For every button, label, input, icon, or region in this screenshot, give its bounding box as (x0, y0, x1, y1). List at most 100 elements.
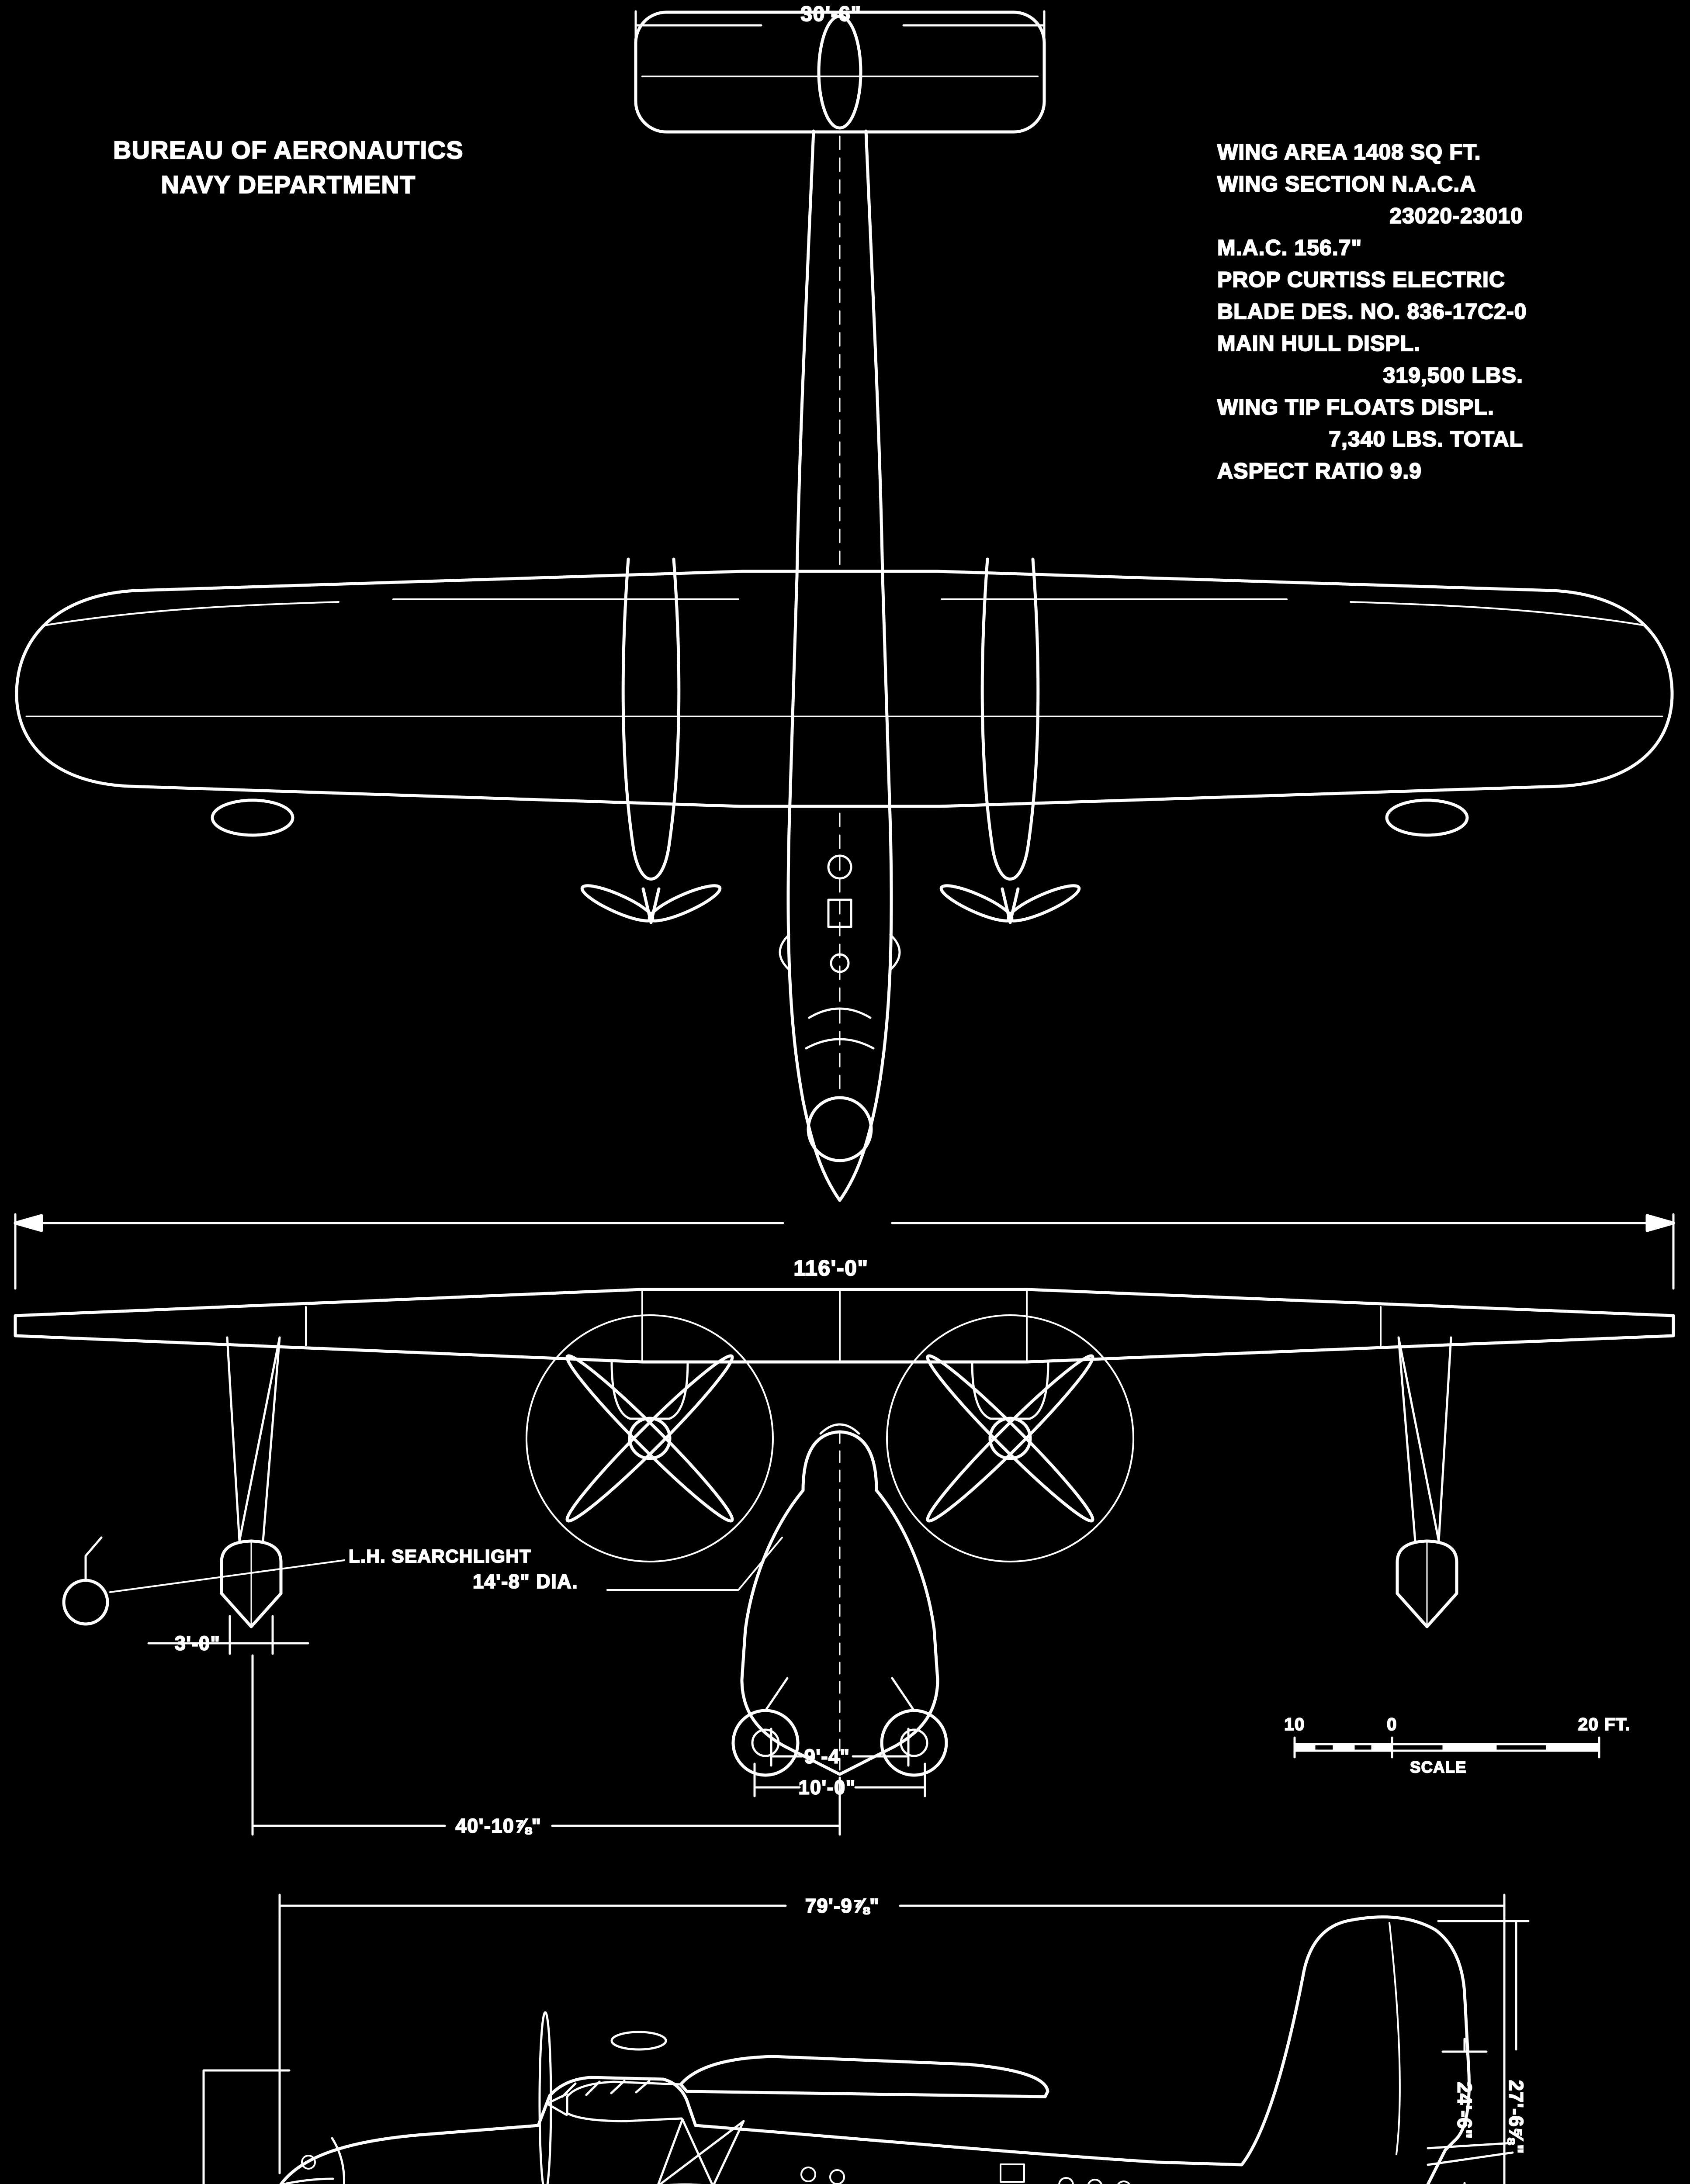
tip-float-left-plan (211, 798, 294, 837)
nacelle-right-plan (980, 557, 1040, 881)
porthole-1 (800, 2167, 816, 2182)
dim-line-gear-track (753, 1762, 926, 1797)
spec-wing-area: WING AREA 1408 SQ FT. (1217, 139, 1481, 165)
prop-blades-right-b (926, 1354, 1094, 1523)
spec-hull-displacement-value: 319,500 LBS. (1382, 363, 1523, 388)
scale-tick-right-label: 20 FT. (1578, 1715, 1631, 1734)
spec-hull-displacement-label: MAIN HULL DISPL. (1217, 331, 1421, 356)
beaching-hub-front-left (751, 1728, 780, 1757)
porthole-3 (1058, 2177, 1074, 2184)
side-hatch (1000, 2163, 1025, 2183)
spec-propeller: PROP CURTISS ELECTRIC (1217, 267, 1506, 292)
porthole-5 (1117, 2181, 1130, 2184)
bow-window (301, 2155, 316, 2170)
deck-hatch-3 (830, 953, 850, 973)
carburetor-scoop (610, 2031, 667, 2051)
searchlight-leader-line (109, 1559, 345, 1593)
prop-disc-left (526, 1314, 774, 1562)
scale-bar-seg-3 (1371, 1743, 1393, 1752)
waist-blisters (779, 933, 901, 971)
tip-float-struts-side (657, 2118, 745, 2184)
searchlight-label: L.H. SEARCHLIGHT (348, 1546, 532, 1566)
spec-block: WING AREA 1408 SQ FT. WING SECTION N.A.C… (1217, 136, 1527, 487)
scale-tick-left-label: 10 (1284, 1715, 1305, 1734)
dim-line-bow-height (202, 2069, 291, 2184)
side-profile-view (202, 1894, 1530, 2184)
dim-line-float-to-centerline (251, 1654, 841, 1836)
nacelle-front-right (971, 1361, 1049, 1420)
nacelle-left-plan (621, 557, 681, 881)
dim-line-tailplane-span (634, 10, 1046, 41)
front-view (14, 1213, 1675, 1836)
searchlight-mount (84, 1536, 103, 1582)
searchlight-front (62, 1579, 109, 1626)
dim-label-tail-height: 24'-6" (1453, 2081, 1476, 2139)
dim-line-float-beam (147, 1615, 309, 1655)
tip-float-right-plan (1385, 798, 1469, 837)
prop-blade-left-a (580, 884, 655, 923)
beaching-hub-front-right (900, 1728, 928, 1757)
dim-label-tailplane-span: 30'-6" (800, 3, 862, 26)
porthole-2 (829, 2169, 845, 2184)
dim-label-overall-height: 27'-6⅝" (1504, 2080, 1527, 2155)
tailplane-side (1427, 2142, 1514, 2166)
deck-hatch-2 (827, 898, 852, 928)
tip-float-struts-left (226, 1336, 281, 1542)
spinner-right-plan (1001, 887, 1020, 924)
scale-bar-seg-5 (1546, 1743, 1600, 1752)
prop-blade-right-b (1007, 884, 1081, 923)
spinner-left-plan (641, 887, 661, 924)
wing-plan-outline (15, 570, 1674, 808)
fuselage-side-outline (279, 1915, 1471, 2184)
dim-line-hull-beam (770, 1728, 910, 1767)
header-department: NAVY DEPARTMENT (160, 171, 416, 199)
spec-mac: M.A.C. 156.7" (1217, 235, 1362, 260)
bow-turret-side (280, 2137, 345, 2184)
prop-blades-left-a (565, 1354, 734, 1523)
dim-label-float-to-centerline: 40'-10⅞" (455, 1814, 542, 1837)
scale-tick-zero-label: 0 (1386, 1715, 1397, 1734)
spec-aspect-ratio: ASPECT RATIO 9.9 (1217, 458, 1422, 484)
hull-plan-outline (786, 575, 893, 1202)
spec-float-displacement-label: WING TIP FLOATS DISPL. (1217, 394, 1495, 420)
nacelle-front-left (610, 1361, 689, 1420)
prop-diameter-label: 14'-8" DIA. (472, 1570, 578, 1593)
prop-blades-left-b (565, 1354, 734, 1523)
wing-front-outline (14, 1288, 1675, 1364)
top-plan-view (15, 10, 1674, 1202)
tip-float-struts-right (1397, 1336, 1452, 1542)
prop-blades-right-a (926, 1354, 1094, 1523)
bow-turret-plan (807, 1096, 873, 1162)
prop-blade-side (538, 2011, 552, 2184)
cockpit-windows (561, 2080, 651, 2098)
beaching-wheel-front-right (880, 1709, 948, 1777)
dim-label-overall-length: 79'-9⅞" (805, 1894, 880, 1917)
scale-bar-seg-1 (1293, 1743, 1316, 1752)
scale-caption: SCALE (1409, 1758, 1467, 1776)
prop-blade-left-b (648, 884, 722, 923)
cockpit-canopy-plan (805, 1007, 875, 1050)
dim-line-tail-height (1441, 2038, 1488, 2184)
wing-side-outline (679, 2055, 1049, 2098)
aft-fuselage-sides (795, 129, 884, 578)
fin-plan (817, 14, 862, 130)
turret-dome-front (819, 1423, 860, 1435)
dim-label-gear-track: 10'-0" (798, 1776, 856, 1799)
spec-float-displacement-value: 7,340 LBS. TOTAL (1328, 426, 1523, 452)
spec-airfoil-numbers: 23020-23010 (1389, 203, 1523, 228)
nacelle-side (566, 2080, 683, 2122)
tip-float-front-right (1396, 1539, 1458, 1628)
dim-arrow-right (1645, 1214, 1675, 1232)
prop-dia-leader-line (606, 1537, 783, 1591)
dim-label-float-beam: 3'-0" (174, 1632, 221, 1655)
tip-float-front-left (220, 1539, 283, 1628)
prop-blade-right-a (939, 884, 1014, 923)
drawing-header: BUREAU OF AERONAUTICS NAVY DEPARTMENT (109, 137, 468, 207)
aileron-hinge-right (1350, 601, 1646, 626)
dim-line-overall-length (278, 1894, 1506, 2184)
scale-bar-ticks (1293, 1736, 1600, 1759)
scale-bar-seg-4 (1442, 1743, 1497, 1752)
aileron-hinge-left (43, 601, 339, 626)
